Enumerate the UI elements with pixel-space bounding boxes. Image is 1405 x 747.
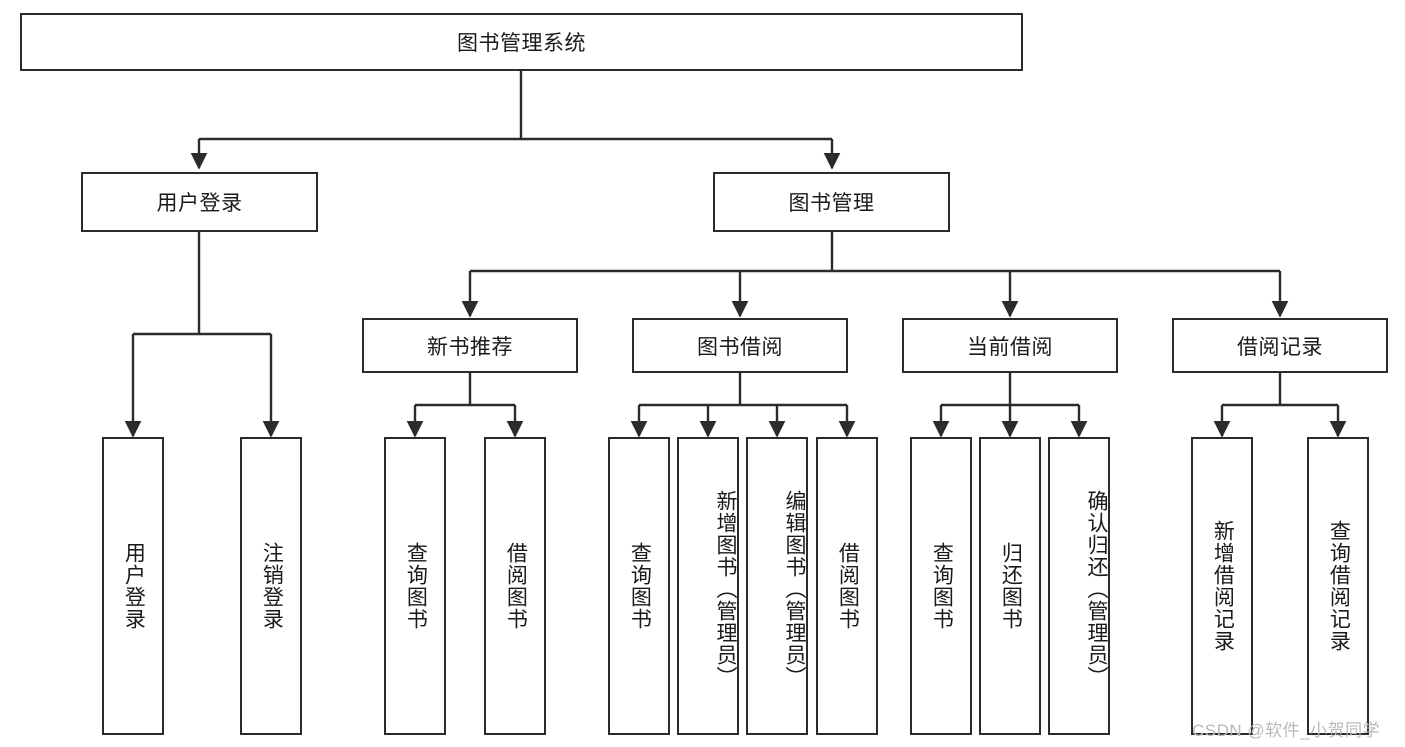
node-book-borrow[interactable]: 图书借阅: [632, 318, 848, 373]
node-leaf-borrow-book-2[interactable]: 借阅图书: [816, 437, 878, 735]
node-leaf-return-book[interactable]: 归还图书: [979, 437, 1041, 735]
node-leaf-query-book-1[interactable]: 查询图书: [384, 437, 446, 735]
node-book-borrow-label: 图书借阅: [697, 335, 783, 359]
node-leaf-add-book[interactable]: 新增图书（管理员）: [677, 437, 739, 735]
node-leaf-logout[interactable]: 注销登录: [240, 437, 302, 735]
node-book-management-label: 图书管理: [788, 192, 875, 215]
node-leaf-query-book-1-label: 查询图书: [404, 542, 428, 630]
node-leaf-query-book-2-label: 查询图书: [628, 542, 652, 630]
node-user-login-label: 用户登录: [156, 192, 243, 215]
node-leaf-confirm-return-label: 确认归还（管理员）: [1085, 490, 1108, 688]
node-leaf-query-record-label: 查询借阅记录: [1327, 520, 1351, 652]
node-root-label: 图书管理系统: [457, 32, 586, 55]
node-user-login[interactable]: 用户登录: [81, 172, 318, 232]
node-leaf-query-book-3-label: 查询图书: [930, 542, 954, 630]
node-leaf-edit-book-label: 编辑图书（管理员）: [783, 490, 806, 688]
node-new-book-recommend[interactable]: 新书推荐: [362, 318, 578, 373]
node-new-book-recommend-label: 新书推荐: [427, 335, 513, 359]
node-leaf-borrow-book-1[interactable]: 借阅图书: [484, 437, 546, 735]
node-leaf-query-book-2[interactable]: 查询图书: [608, 437, 670, 735]
node-leaf-add-record[interactable]: 新增借阅记录: [1191, 437, 1253, 735]
node-current-borrow-label: 当前借阅: [967, 335, 1053, 359]
node-leaf-logout-label: 注销登录: [260, 542, 284, 630]
node-leaf-add-book-label: 新增图书（管理员）: [714, 490, 737, 688]
node-book-management[interactable]: 图书管理: [713, 172, 950, 232]
node-leaf-confirm-return[interactable]: 确认归还（管理员）: [1048, 437, 1110, 735]
node-leaf-add-record-label: 新增借阅记录: [1211, 520, 1235, 652]
node-borrow-record-label: 借阅记录: [1237, 335, 1323, 359]
node-leaf-edit-book[interactable]: 编辑图书（管理员）: [746, 437, 808, 735]
csdn-watermark: CSDN @软件_小贺同学: [1192, 721, 1381, 740]
node-root[interactable]: 图书管理系统: [20, 13, 1023, 71]
node-leaf-user-login-label: 用户登录: [122, 542, 146, 630]
node-leaf-query-book-3[interactable]: 查询图书: [910, 437, 972, 735]
node-leaf-borrow-book-2-label: 借阅图书: [836, 542, 860, 630]
node-leaf-return-book-label: 归还图书: [999, 542, 1023, 630]
node-leaf-borrow-book-1-label: 借阅图书: [504, 542, 528, 630]
node-current-borrow[interactable]: 当前借阅: [902, 318, 1118, 373]
node-borrow-record[interactable]: 借阅记录: [1172, 318, 1388, 373]
node-leaf-user-login[interactable]: 用户登录: [102, 437, 164, 735]
node-leaf-query-record[interactable]: 查询借阅记录: [1307, 437, 1369, 735]
